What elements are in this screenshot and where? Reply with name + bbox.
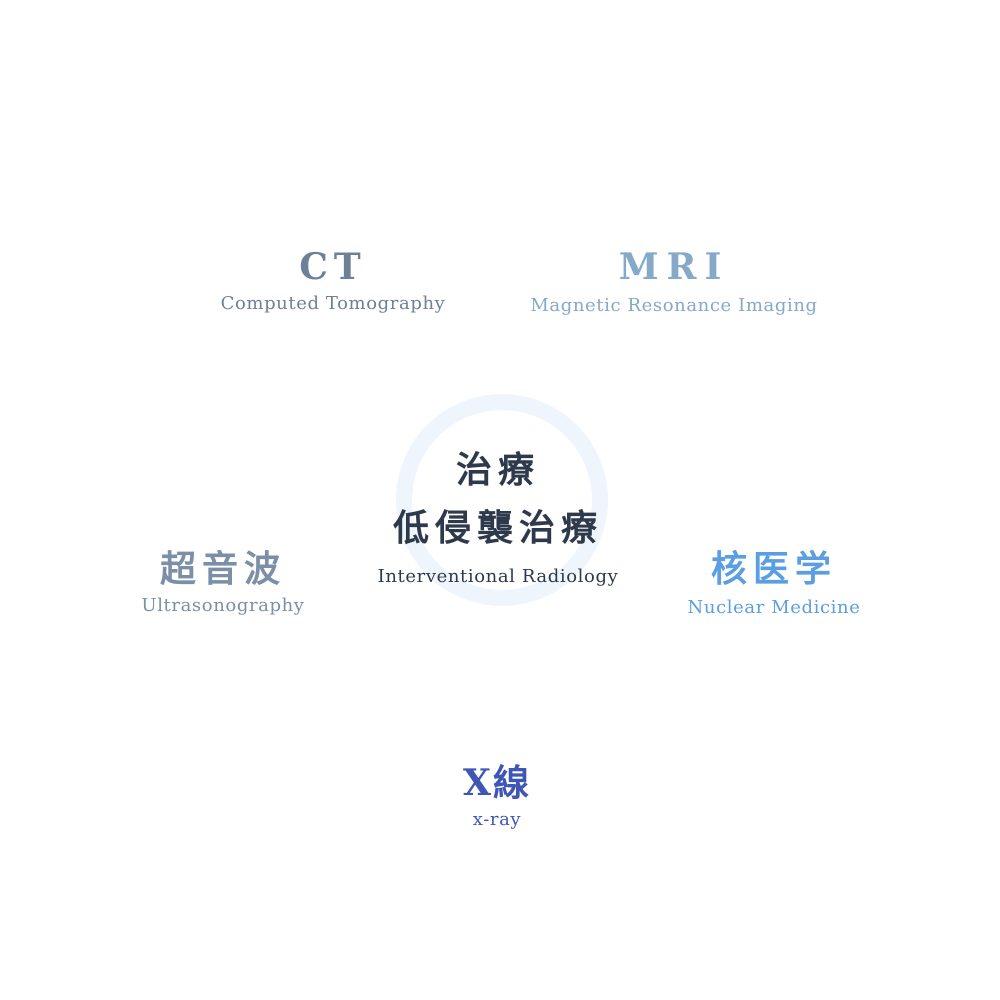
node-xray-title: X線 [463,762,531,804]
node-xray-subtitle: x-ray [472,809,522,830]
center-title: 低侵襲治療 [392,507,603,549]
node-xray: X線 x-ray [463,765,531,829]
node-ultrasound: 超音波 Ultrasonography [141,551,304,615]
node-nuclear-medicine: 核医学 Nuclear Medicine [688,551,861,617]
node-nuclear-medicine-subtitle: Nuclear Medicine [687,597,861,618]
center-subtitle: Interventional Radiology [377,566,619,587]
node-ultrasound-title: 超音波 [159,548,286,590]
center-node: 治療 低侵襲治療 Interventional Radiology [378,430,619,586]
node-mri-title: MRI [618,246,730,288]
node-ct: CT Computed Tomography [221,249,446,313]
node-ct-title: CT [299,246,367,288]
node-ultrasound-subtitle: Ultrasonography [141,595,305,616]
node-mri-subtitle: Magnetic Resonance Imaging [530,295,818,316]
center-kicker: 治療 [455,449,540,491]
node-nuclear-medicine-title: 核医学 [710,548,837,590]
node-ct-subtitle: Computed Tomography [220,293,446,314]
node-mri: MRI Magnetic Resonance Imaging [530,249,817,315]
